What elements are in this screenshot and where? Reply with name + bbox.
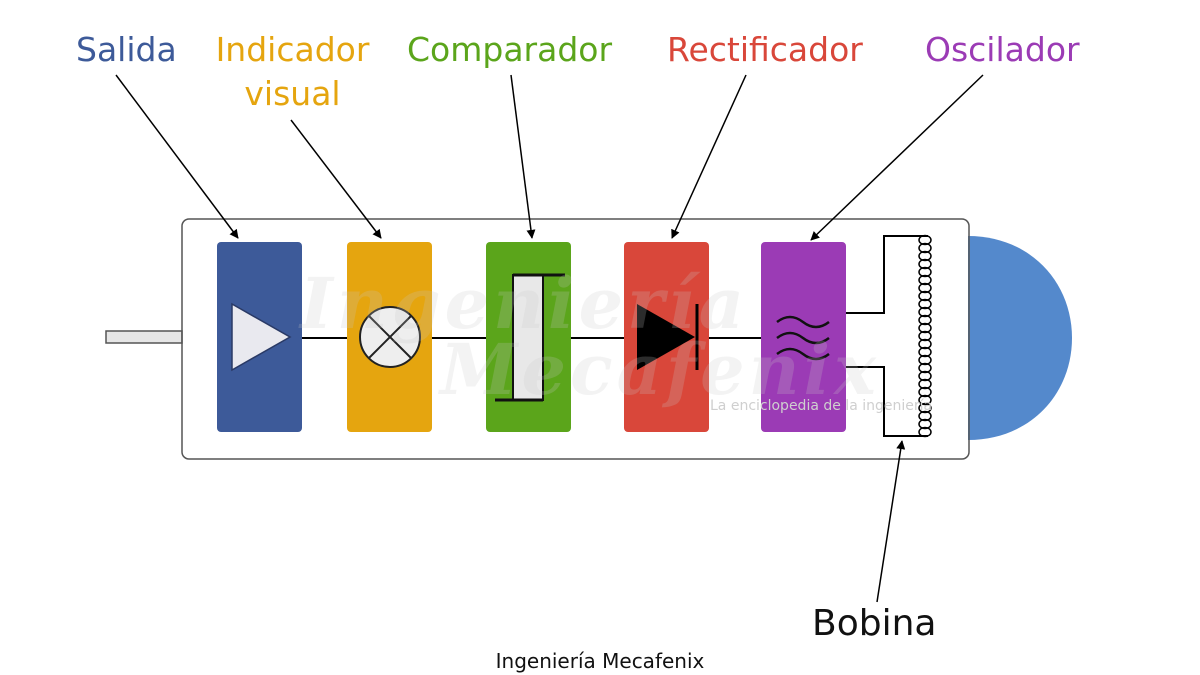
rectificador-label: Rectificador	[667, 30, 863, 69]
coil-loop	[918, 410, 932, 422]
footer-credit: Ingeniería Mecafenix	[495, 649, 705, 673]
oscilador-label: Oscilador	[925, 30, 1080, 69]
indicador-arrow	[290, 119, 382, 239]
coil-loop	[918, 266, 932, 278]
indicador-label: Indicador visual	[205, 28, 380, 116]
coil-loop	[918, 242, 932, 254]
indicador-label-line2: visual	[244, 74, 341, 113]
bobina-label: Bobina	[812, 603, 937, 644]
coil-loop	[918, 298, 932, 310]
indicador-label-line1: Indicador	[215, 30, 370, 69]
coil-loop	[918, 370, 932, 382]
coil-loop	[918, 330, 932, 342]
salida-label: Salida	[76, 30, 177, 69]
lamp-cross-icon	[359, 306, 421, 368]
amplifier-triangle-icon	[231, 302, 292, 372]
bobina-arrow	[876, 440, 906, 603]
coil-loop	[918, 234, 932, 246]
coil-loop	[918, 362, 932, 374]
coil-loop	[918, 346, 932, 358]
coil-loop	[918, 354, 932, 366]
coil-loop	[918, 402, 932, 414]
salida-arrow	[115, 74, 239, 239]
coil-loop	[918, 274, 932, 286]
sensor-housing	[181, 218, 970, 460]
rectificador-arrow	[671, 74, 747, 239]
coil-loop	[918, 338, 932, 350]
coil-loop	[918, 378, 932, 390]
comparador-arrow	[510, 74, 536, 239]
coil-loop	[918, 394, 932, 406]
comparador-label: Comparador	[407, 30, 613, 69]
coil-wire-top	[846, 235, 928, 314]
coil-loop	[918, 258, 932, 270]
coil-loop	[918, 250, 932, 262]
coil-icon	[918, 234, 932, 438]
wave-icon	[776, 315, 830, 361]
sensor-head	[968, 236, 1072, 440]
coil-loop	[918, 290, 932, 302]
coil-loop	[918, 306, 932, 318]
coil-loop	[918, 386, 932, 398]
watermark-tagline: La enciclopedia de la ingeniería	[710, 398, 933, 414]
comparator-icon	[495, 273, 565, 402]
coil-loop	[918, 418, 932, 430]
cable	[105, 330, 183, 344]
oscilador-arrow	[810, 74, 984, 241]
watermark-title: Ingeniería	[300, 262, 748, 345]
diode-icon	[637, 304, 699, 370]
coil-loop	[918, 322, 932, 334]
coil-wire-bottom	[846, 366, 928, 437]
coil-loop	[918, 282, 932, 294]
coil-loop	[918, 314, 932, 326]
coil-loop	[918, 426, 932, 438]
watermark-title-2: Mecafenix	[440, 328, 880, 411]
